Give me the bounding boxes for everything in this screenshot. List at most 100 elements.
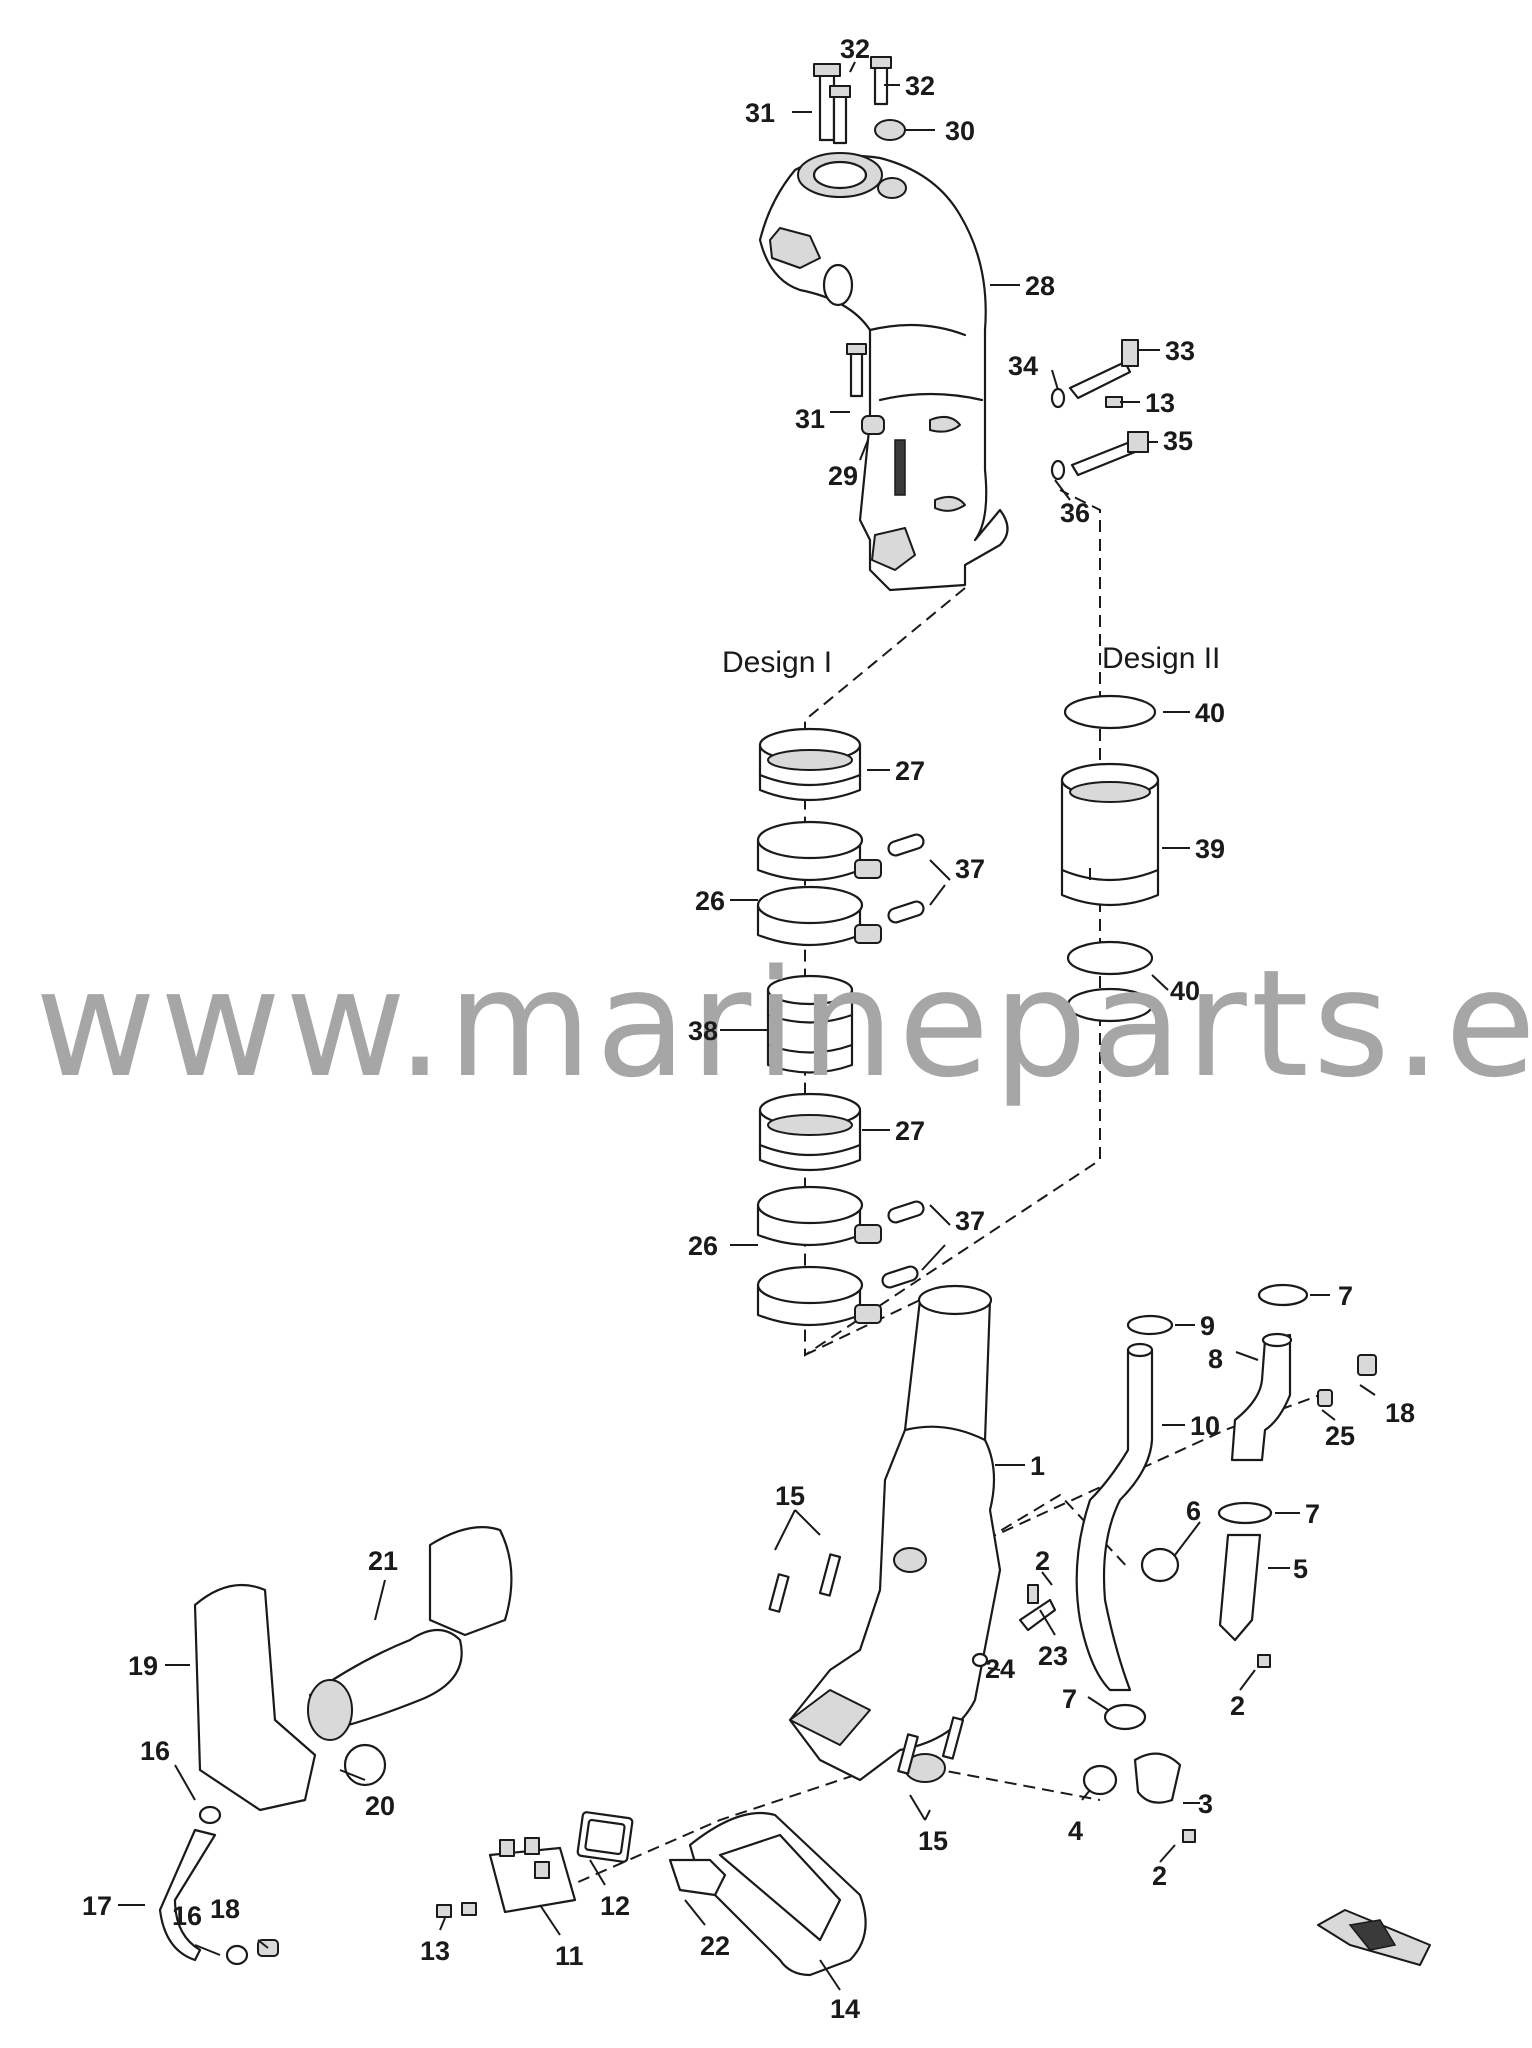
callout-36: 36 (1060, 498, 1090, 528)
callout-33: 33 (1165, 336, 1195, 366)
callout-7-c: 7 (1062, 1684, 1077, 1714)
fitting-23 (1018, 1598, 1057, 1632)
callout-7-a: 7 (1338, 1281, 1353, 1311)
o-ring-36 (1050, 459, 1066, 481)
hose-10-end (1126, 1342, 1154, 1358)
callout-6: 6 (1186, 1496, 1201, 1526)
callout-5: 5 (1293, 1554, 1308, 1584)
bolt-31-head (813, 63, 841, 77)
callout-35: 35 (1163, 426, 1193, 456)
bolt-32-left (832, 93, 848, 145)
callout-7-b: 7 (1305, 1499, 1320, 1529)
callout-13-a: 13 (1145, 388, 1175, 418)
design-2-stack (1060, 694, 1160, 1023)
cooling-hose-cluster (971, 1283, 1377, 1843)
screw-2-lower (1182, 1829, 1196, 1843)
sensor-block-11 (488, 1846, 577, 1914)
sensor-35-plug (1127, 431, 1149, 453)
bolt-32-left-head (829, 85, 851, 98)
adapter-boss (877, 177, 907, 199)
screw-2-fitting (1027, 1584, 1039, 1604)
clamp-26-lower-a (756, 1185, 882, 1247)
bolt-15-c (897, 1733, 919, 1775)
callout-22: 22 (700, 1931, 730, 1961)
callout-37-b: 37 (955, 1206, 985, 1236)
callout-28: 28 (1025, 271, 1055, 301)
pins-37-lower (881, 1200, 925, 1289)
callout-32-a: 32 (840, 34, 870, 64)
callout-30: 30 (945, 116, 975, 146)
callout-10: 10 (1190, 1411, 1220, 1441)
callout-14: 14 (830, 1994, 860, 2024)
dashed-to-thermostat (929, 1767, 1101, 1801)
adapter-lug (769, 227, 821, 269)
callout-40-b: 40 (1170, 976, 1200, 1006)
callout-11: 11 (555, 1941, 584, 1971)
sensor-35-body (1070, 440, 1137, 477)
sensor-block-11-pin-c (534, 1861, 550, 1879)
bolt-31-lower (849, 350, 864, 398)
callout-leader-lines (118, 61, 1376, 1991)
fitting-25 (1317, 1389, 1333, 1407)
sleeve-27-lower (758, 1092, 862, 1172)
adapter-seam-2 (878, 392, 984, 402)
clamp-26-upper-a (756, 820, 882, 882)
intake-duct-21-end (307, 1679, 353, 1741)
clamp-16-upper (198, 1805, 222, 1825)
callout-29: 29 (828, 461, 858, 491)
bolt-15-d (941, 1716, 965, 1760)
callout-37-a: 37 (955, 854, 985, 884)
o-ring-6 (1140, 1547, 1180, 1583)
callout-1: 1 (1030, 1451, 1045, 1481)
clamp-16-lower (225, 1944, 249, 1966)
bolt-15-b (818, 1553, 842, 1597)
adapter-tab-2 (934, 495, 966, 512)
bolt-31-top (818, 70, 836, 142)
callout-2-c: 2 (1035, 1546, 1050, 1576)
adapter-tab-1 (929, 415, 961, 433)
o-ring-40-upper (1063, 694, 1157, 730)
adapter-top-port-inner (812, 160, 868, 190)
callout-24: 24 (985, 1654, 1015, 1684)
callout-13-b: 13 (420, 1936, 450, 1966)
adapter-side-port (822, 263, 854, 307)
callout-40-a: 40 (1195, 698, 1225, 728)
callout-39: 39 (1195, 834, 1225, 864)
screw-13-top (1105, 396, 1123, 408)
gasket-12-inner (584, 1818, 626, 1856)
bushing-29 (861, 415, 885, 435)
intake-cap-21 (428, 1526, 513, 1637)
washer-24 (971, 1652, 989, 1668)
cover-14-recess (718, 1833, 842, 1942)
design-2-label: Design II (1102, 642, 1220, 675)
design-1-label: Design I (722, 646, 832, 679)
pins-37-upper (887, 833, 925, 924)
callout-27-a: 27 (895, 756, 925, 786)
screw-2-right (1257, 1654, 1271, 1668)
dashed-to-midsection (804, 1299, 921, 1356)
clamp-7-top (1257, 1283, 1309, 1307)
design-1-stack (756, 727, 925, 1327)
midsection-seam (903, 1425, 987, 1442)
callout-34: 34 (1008, 351, 1038, 381)
sleeve-39 (1060, 762, 1160, 907)
exhaust-adapter-assembly (758, 56, 1149, 592)
callout-27-b: 27 (895, 1116, 925, 1146)
bolt-15-a (768, 1573, 790, 1613)
grommet-30 (874, 119, 906, 141)
clamp-7-mid (1217, 1501, 1273, 1525)
adapter-bottom-port (871, 527, 916, 571)
callout-23: 23 (1038, 1641, 1068, 1671)
callout-26-b: 26 (688, 1231, 718, 1261)
thermostat-housing-5 (1218, 1533, 1262, 1642)
callout-32-b: 32 (905, 71, 935, 101)
callout-19: 19 (128, 1651, 158, 1681)
coupler-38 (766, 974, 854, 1074)
hose-17 (158, 1828, 217, 1962)
callout-4: 4 (1068, 1816, 1083, 1846)
o-ring-40-lower (1066, 987, 1154, 1023)
callout-18-b: 18 (210, 1894, 240, 1924)
midsection-flange (789, 1689, 871, 1746)
sensor-block-11-pin-b (524, 1837, 540, 1855)
